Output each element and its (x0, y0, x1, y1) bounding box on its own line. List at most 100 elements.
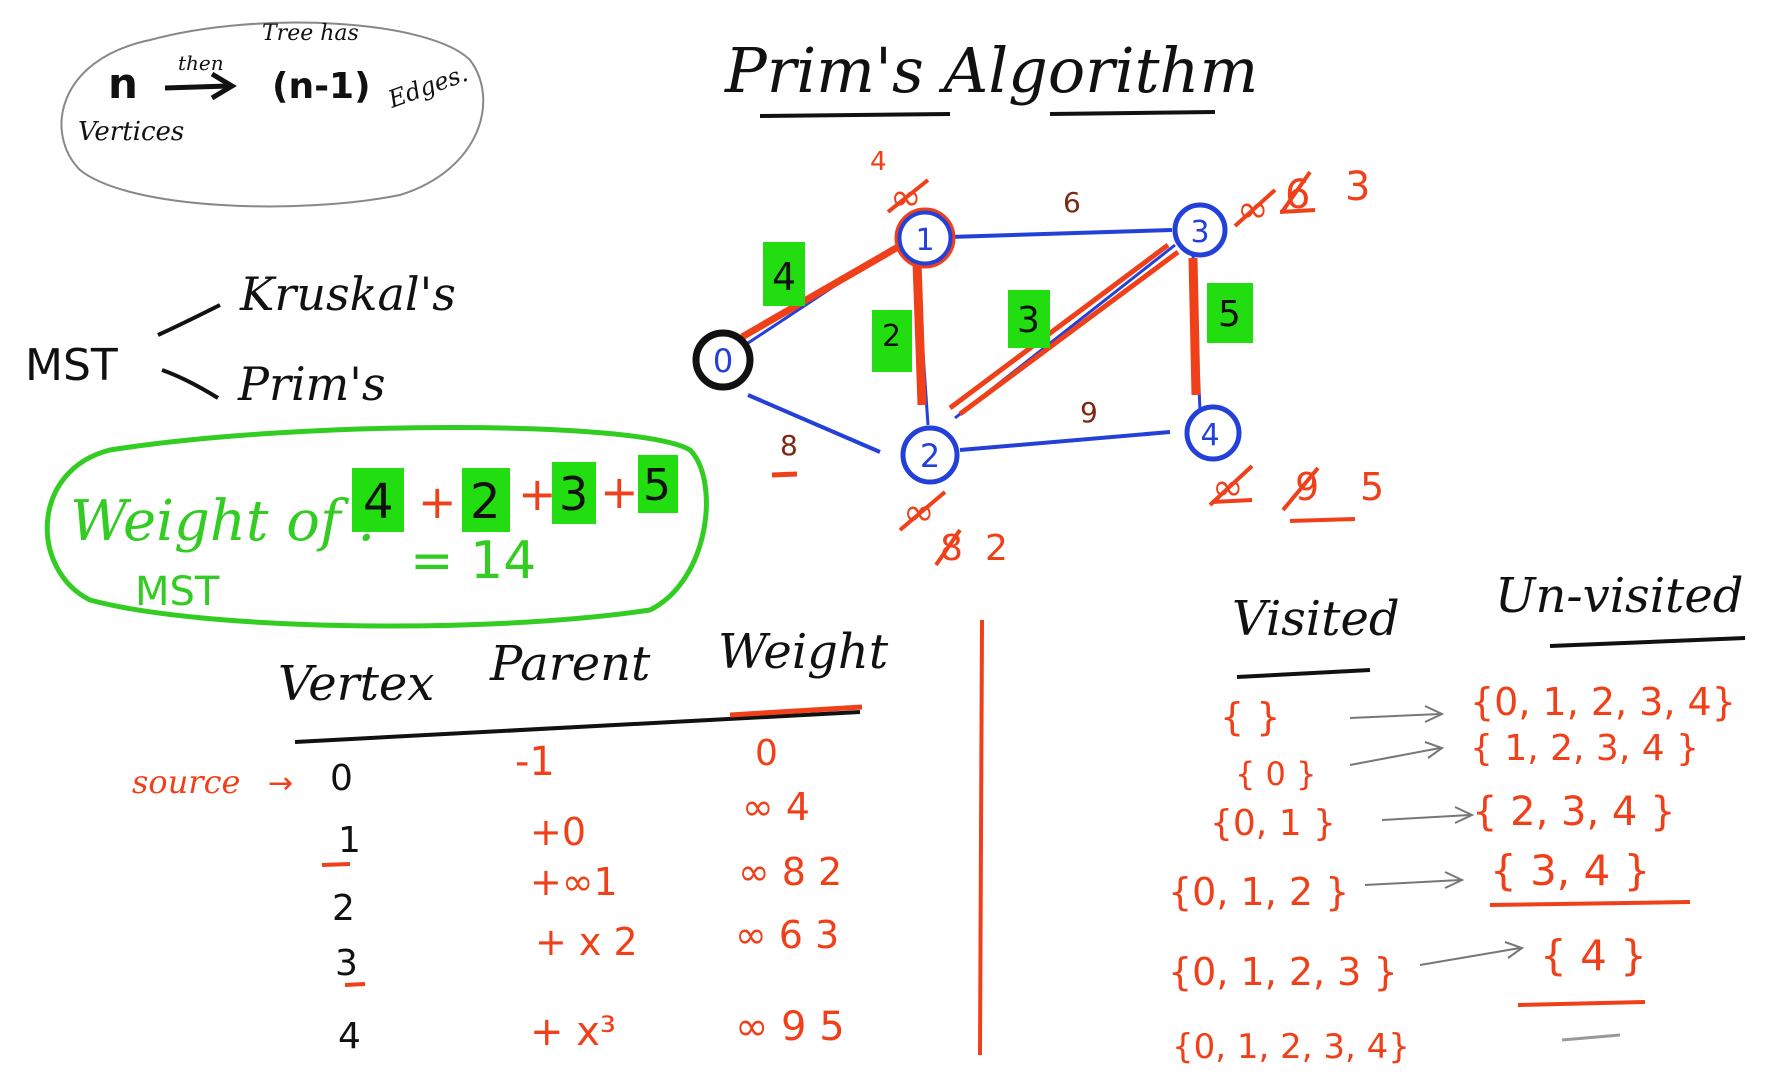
unvisited-set-4-underline (1517, 1000, 1646, 1007)
visited-set-3: {0, 1, 2 } (1168, 870, 1349, 914)
table-row-4-parent: + x³ (530, 1009, 616, 1055)
table-row-2-parent: +∞1 (530, 860, 618, 904)
edge-weight-2-3: 3 (1017, 300, 1040, 341)
table-row-2-vertex: 2 (332, 888, 355, 929)
weight-term-1: 4 (363, 474, 394, 530)
edge-weight-2-3-highlight (1008, 290, 1050, 348)
node-2-note-8: 8 (940, 528, 963, 569)
edge-weight-0-2: 8 (780, 429, 798, 462)
edge-weight-0-2-underline (771, 471, 798, 478)
node-0: 0 (692, 329, 754, 391)
table-header-parent: Parent (489, 636, 651, 692)
node-3-label: 3 (1190, 215, 1209, 250)
mst-branch-lower (161, 368, 220, 400)
unvisited-set-0: {0, 1, 2, 3, 4} (1470, 680, 1736, 724)
node-4-note-underline-1 (1211, 498, 1253, 504)
unvisited-header: Un-visited (1495, 568, 1743, 624)
node-4-label: 4 (1200, 418, 1219, 453)
node-3-note-strike-2 (1280, 170, 1312, 214)
node-4: 4 (1184, 404, 1242, 462)
title-underline-2 (1049, 110, 1216, 116)
edge-weight-2-4: 9 (1080, 396, 1098, 429)
table-row-0-weight: 0 (755, 733, 778, 774)
table-row-1-weight: ∞ 4 (742, 785, 810, 829)
node-2-note-2: 2 (985, 528, 1008, 569)
table-row-1-vertex: 1 (338, 820, 361, 861)
note-tree-has: Tree has (262, 21, 359, 46)
table-row-1-vertex-mark (321, 862, 351, 867)
edge-1-3 (949, 228, 1173, 239)
visited-set-2: {0, 1 } (1210, 803, 1336, 844)
unvisited-set-3-underline (1489, 900, 1691, 907)
weight-term-2: 2 (470, 474, 501, 530)
visited-header-underline (1236, 668, 1371, 679)
edge-0-2 (747, 393, 881, 454)
weight-term-4-highlight (638, 455, 678, 513)
table-header-vertex: Vertex (278, 656, 434, 712)
weight-header-underline (729, 704, 863, 718)
mst-branch-upper (157, 303, 221, 337)
weight-box-sublabel: MST (135, 569, 220, 615)
edge-weight-3-4: 5 (1218, 294, 1241, 335)
title-underline-1 (759, 112, 951, 118)
graph: 4 8 2 6 3 5 9 0 1 2 3 4 (692, 147, 1384, 569)
mst-edge-3-4 (1188, 257, 1201, 396)
table-row-3-vertex-mark (344, 982, 366, 987)
node-3-note-underline (1279, 208, 1316, 214)
note-vertices: Vertices (78, 117, 184, 147)
section-divider (978, 619, 984, 1056)
weight-box-outline (44, 425, 709, 629)
mst-label: MST (25, 340, 118, 391)
unvisited-set-5-dash (1561, 1033, 1621, 1042)
table-row-0-parent: -1 (515, 739, 555, 785)
node-2-label: 2 (920, 437, 940, 475)
table-row-4-vertex: 4 (338, 1016, 361, 1057)
note-bubble: n then Tree has (n-1) Edges. Vertices (60, 21, 485, 208)
visited-set-0: { } (1220, 695, 1280, 739)
note-edges: Edges. (384, 59, 472, 114)
unvisited-set-4: { 4 } (1540, 931, 1647, 980)
edge-weight-1-3: 6 (1063, 186, 1081, 219)
mst-edge-2-3-b (958, 249, 1180, 417)
table-row-0-vertex: 0 (330, 758, 353, 799)
node-4-note-strike-2 (1281, 466, 1320, 512)
weight-term-3-highlight (552, 462, 596, 524)
table-header-line (294, 710, 861, 744)
table-header-weight: Weight (718, 624, 889, 680)
node-3: 3 (1172, 202, 1228, 258)
table-row-2-weight: ∞ 8 2 (738, 850, 842, 894)
table-row-3-vertex: 3 (335, 943, 358, 984)
weight-term-2-highlight (462, 468, 510, 532)
unvisited-set-2: { 2, 3, 4 } (1472, 789, 1676, 835)
node-4-note-5: 5 (1360, 465, 1384, 509)
edge-weight-1-2-highlight (872, 310, 912, 372)
weight-box: Weight of : MST 4 + 2 + 3 + 5 = 14 (44, 425, 709, 629)
node-2-note-strike-2 (934, 528, 962, 567)
mst-edge-2-3-a (948, 242, 1170, 411)
visited-header: Visited (1232, 591, 1400, 647)
sets-panel: Visited Un-visited { } { 0 } {0, 1 } {0,… (1168, 568, 1746, 1067)
node-2: 2 (900, 425, 960, 485)
node-4-note-strike-1 (1208, 464, 1254, 507)
set-arrows (1349, 705, 1525, 966)
mst-kruskal: Kruskal's (239, 267, 456, 321)
node-1-note-4: 4 (870, 147, 887, 177)
unvisited-header-underline (1549, 636, 1746, 648)
page-title-group: Prim's Algorithm (724, 34, 1258, 118)
source-label: source (132, 763, 240, 801)
node-1-label: 1 (915, 223, 934, 258)
weight-total: = 14 (410, 531, 536, 591)
unvisited-set-1: { 1, 2, 3, 4 } (1470, 728, 1699, 769)
note-arrow (164, 83, 229, 91)
node-3-note-3: 3 (1345, 164, 1370, 210)
note-then: then (178, 51, 224, 75)
source-arrow: → (268, 766, 293, 801)
edge-weight-1-2: 2 (882, 319, 901, 354)
visited-set-1: { 0 } (1235, 755, 1316, 793)
prim-table: Vertex Parent Weight source → 0 -1 0 1 +… (132, 624, 889, 1057)
mst-prim: Prim's (237, 357, 386, 411)
table-row-4-weight: ∞ 9 5 (735, 1004, 845, 1050)
visited-set-4: {0, 1, 2, 3 } (1168, 950, 1398, 994)
note-n-minus-1: (n-1) (272, 66, 371, 107)
